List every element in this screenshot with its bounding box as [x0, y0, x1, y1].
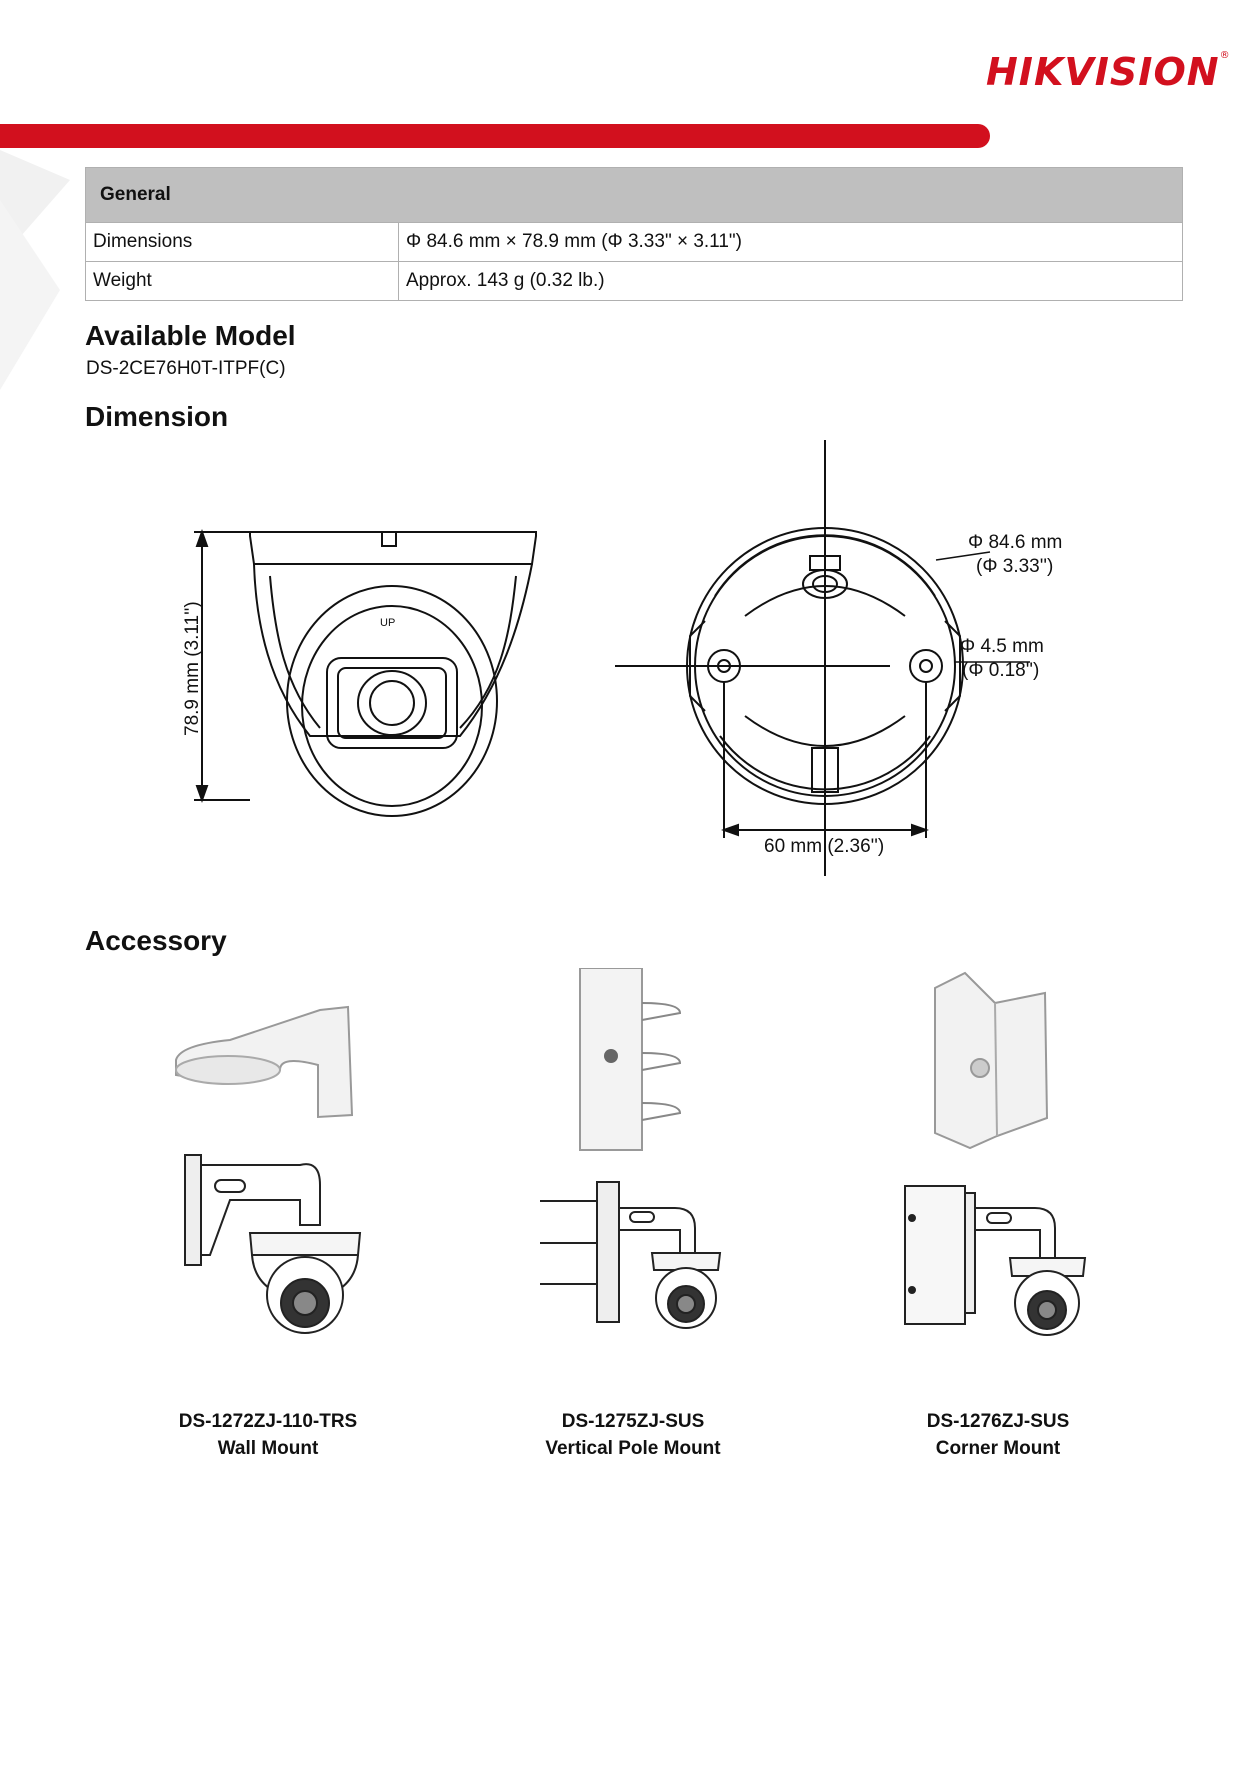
diameter-mm-label: Φ 84.6 mm — [968, 532, 1062, 553]
general-spec-table: General Dimensions Φ 84.6 mm × 78.9 mm (… — [85, 167, 1183, 301]
pole-mount-image — [540, 968, 722, 1329]
dimensions-label: Dimensions — [85, 222, 399, 262]
accessory-name: Wall Mount — [217, 1438, 319, 1459]
dimensions-value: Φ 84.6 mm × 78.9 mm (Φ 3.33" × 3.11") — [398, 222, 1183, 262]
camera-bottom-view: Φ 84.6 mm (Φ 3.33'') Φ 4.5 mm (Φ 0.18'')… — [615, 440, 1062, 876]
dimension-drawing: UP 78.9 mm (3.11'') Φ 84.6 — [182, 440, 1062, 876]
accessory-name: Corner Mount — [935, 1438, 1061, 1459]
accessory-model: DS-1276ZJ-SUS — [926, 1411, 1070, 1432]
height-label: 78.9 mm (3.11'') — [182, 601, 203, 736]
hole-in-label: (Φ 0.18'') — [962, 660, 1039, 681]
model-number: DS-2CE76H0T-ITPF(C) — [86, 358, 286, 379]
accessory-title: Accessory — [85, 925, 227, 956]
up-mark: UP — [380, 617, 395, 629]
table-row: Dimensions Φ 84.6 mm × 78.9 mm (Φ 3.33" … — [85, 222, 1183, 262]
camera-side-view: UP 78.9 mm (3.11'') — [182, 529, 537, 817]
accessory-model: DS-1275ZJ-SUS — [561, 1411, 705, 1432]
available-model-title: Available Model — [85, 320, 296, 351]
weight-value: Approx. 143 g (0.32 lb.) — [398, 261, 1183, 301]
accessory-item-wall-mount: DS-1272ZJ-110-TRS Wall Mount — [118, 1408, 418, 1462]
weight-label: Weight — [85, 261, 399, 301]
corner-mount-image — [904, 971, 1087, 1336]
general-header: General — [85, 167, 1183, 223]
accessory-name: Vertical Pole Mount — [545, 1438, 721, 1459]
hole-mm-label: Φ 4.5 mm — [960, 636, 1044, 657]
spacing-label: 60 mm (2.36'') — [764, 836, 884, 857]
wall-mount-image — [175, 1005, 362, 1334]
dimension-title: Dimension — [85, 401, 229, 432]
watermark-graphic — [0, 150, 70, 390]
table-row: Weight Approx. 143 g (0.32 lb.) — [85, 261, 1183, 301]
accessory-item-corner-mount: DS-1276ZJ-SUS Corner Mount — [848, 1408, 1148, 1462]
header-red-bar — [0, 124, 990, 148]
accessory-item-pole-mount: DS-1275ZJ-SUS Vertical Pole Mount — [483, 1408, 783, 1462]
hikvision-logo: HIKVISION® — [986, 50, 1231, 94]
diameter-in-label: (Φ 3.33'') — [976, 556, 1053, 577]
accessory-model: DS-1272ZJ-110-TRS — [178, 1411, 358, 1432]
